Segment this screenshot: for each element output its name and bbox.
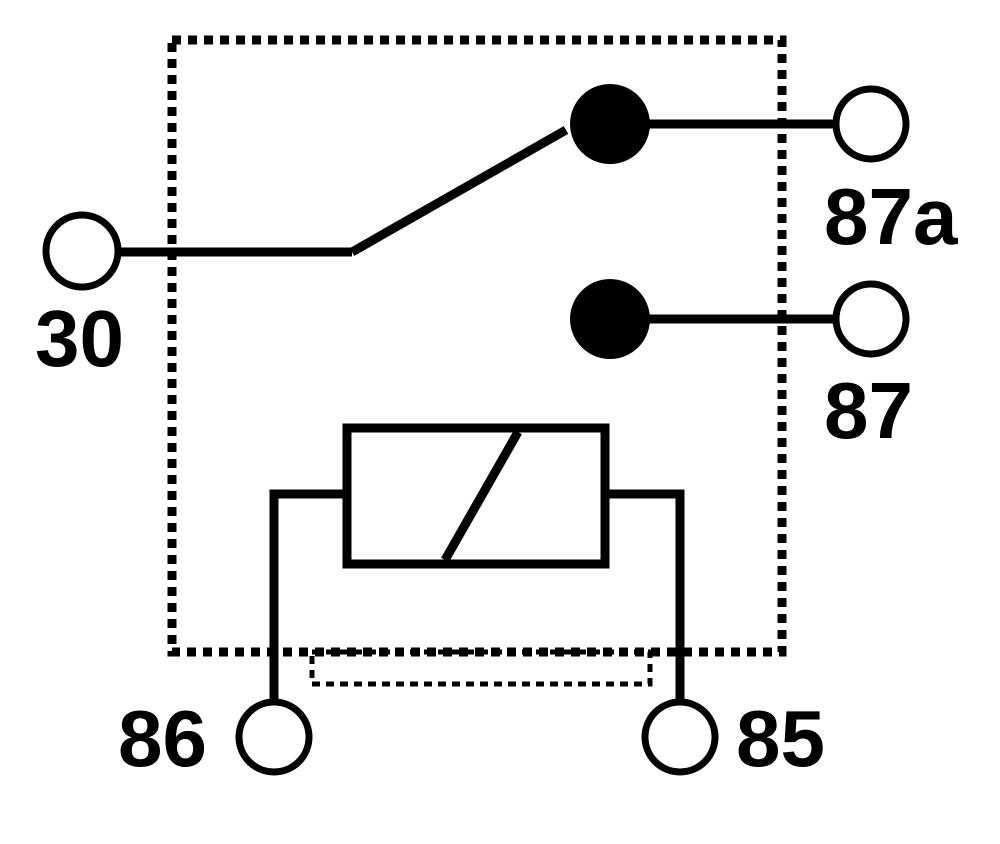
optional-component-outline [309, 649, 653, 687]
pin30-terminal [42, 211, 122, 291]
pin85-wire [605, 489, 685, 702]
pin85-terminal [641, 698, 719, 776]
pin87-terminal [832, 280, 910, 358]
relay-housing-outline [167, 35, 787, 657]
pin86-wire [269, 489, 347, 702]
pin86-terminal [235, 698, 313, 776]
pin30-label: 30 [35, 294, 124, 383]
pin87-label: 87 [824, 366, 913, 455]
coil-diagonal [441, 429, 522, 563]
pin87a-label: 87a [824, 172, 958, 261]
coil-box [342, 423, 610, 569]
switch-arm [349, 126, 569, 256]
pin85-label: 85 [736, 694, 825, 783]
pin86-label: 86 [118, 694, 207, 783]
pin87a-terminal [832, 85, 910, 163]
